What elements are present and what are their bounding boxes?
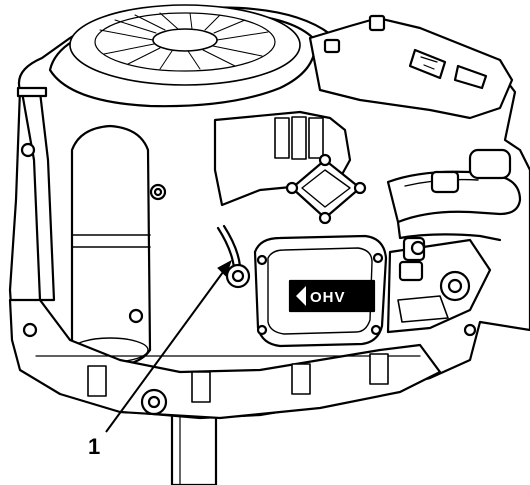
callout-number: 1: [88, 434, 101, 459]
shroud-decal: [408, 48, 488, 90]
callout-leader: [105, 259, 232, 433]
governor-linkage: [386, 236, 492, 334]
exhaust-pipes: [386, 148, 522, 242]
drain-bolt: [140, 388, 168, 416]
mounting-flange: [8, 298, 442, 420]
valve-cover: [253, 234, 388, 348]
oil-filter: [70, 124, 152, 368]
breather-tube: [216, 224, 251, 289]
carburetor-plate: [285, 153, 367, 225]
ohv-badge-text: OHV: [310, 289, 346, 306]
